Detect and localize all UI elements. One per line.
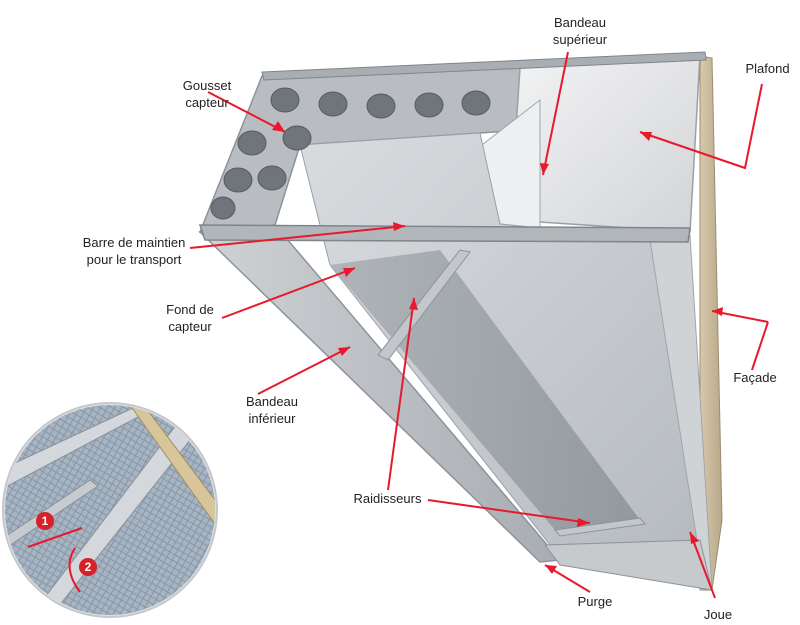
arrow-plafond [639,83,763,170]
step-1-marker: 1 [36,512,54,530]
detail-inset: 1 2 [2,402,218,618]
barre-maintien [198,224,691,243]
label-fond-capteur: Fond de capteur [166,302,214,334]
arrow-raidisseur-1 [387,297,415,491]
label-purge: Purge [577,594,613,609]
raidisseur-strip [377,249,471,361]
svg-text:2: 2 [85,560,92,574]
label-plafond: Plafond [745,61,790,76]
joue-panel [544,539,713,591]
arrow-facade [711,310,769,371]
arrow-fond [221,267,356,319]
label-raidisseurs: Raidisseurs [353,491,422,506]
label-bandeau-inferieur: Bandeau inférieur [245,394,299,426]
arrow-gousset [207,91,286,133]
step-2-marker: 2 [79,558,97,576]
label-gousset-capteur: Gousset capteur [182,78,232,110]
arrow-heads [272,121,723,574]
arrow-barre [189,225,406,249]
label-joue: Joue [703,607,733,622]
gousset-holes [210,87,491,220]
arrow-joue [689,531,716,599]
svg-text:1: 1 [42,514,49,528]
label-facade: Façade [733,370,777,385]
leader-arrows [189,51,769,599]
collector-body [198,51,723,591]
label-barre-maintien: Barre de maintien pour le transport [82,235,186,267]
arrow-bandeau-inferieur [257,346,351,395]
label-bandeau-superieur: Bandeau supérieur [552,15,608,47]
arrow-raidisseur-2 [427,499,591,524]
step-2-arrow [68,547,81,593]
raidisseur-strip [554,517,646,537]
step-1-arrow [27,527,83,548]
top-rail [261,51,707,81]
arrow-bandeau-superieur [542,51,569,176]
